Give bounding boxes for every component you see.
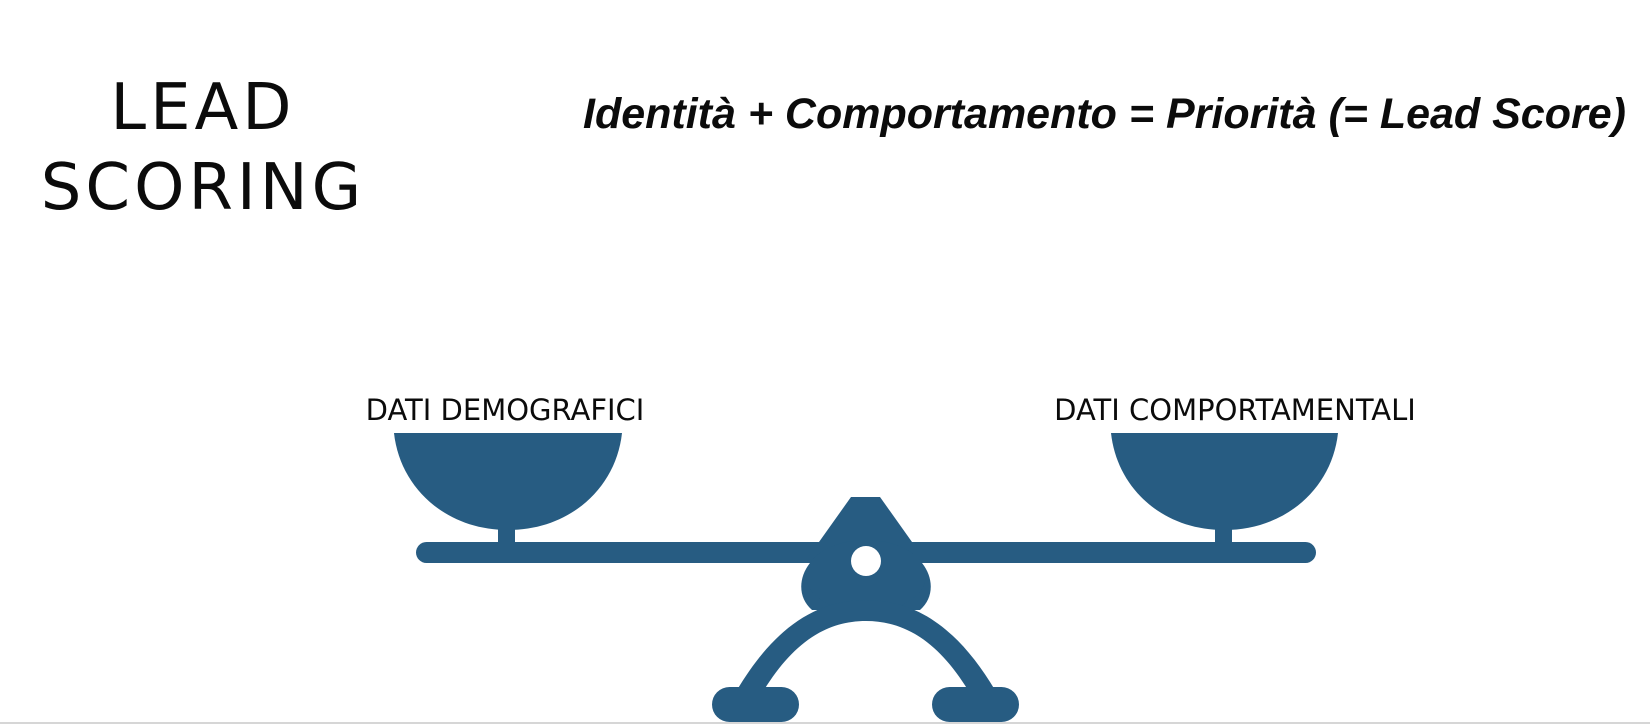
right-foot (932, 687, 1019, 722)
title-line-1: LEAD (110, 71, 296, 145)
left-pan-label: DATI DEMOGRAFICI (365, 393, 645, 427)
title-line-2: SCORING (40, 151, 366, 225)
formula-text: Identità + Comportamento = Priorità (= L… (583, 90, 1626, 138)
right-pan-stem (1215, 528, 1232, 544)
scale-shapes (394, 433, 1338, 722)
left-pan (394, 433, 622, 530)
right-pan (1111, 433, 1338, 530)
right-pan-label: DATI COMPORTAMENTALI (1054, 393, 1416, 427)
fulcrum-top (819, 497, 912, 542)
pivot-hole (851, 546, 881, 576)
bottom-divider (0, 722, 1650, 724)
scale-arch (737, 600, 995, 690)
left-pan-stem (498, 528, 515, 544)
slide-title: LEAD SCORING (18, 68, 388, 228)
left-foot (712, 687, 799, 722)
